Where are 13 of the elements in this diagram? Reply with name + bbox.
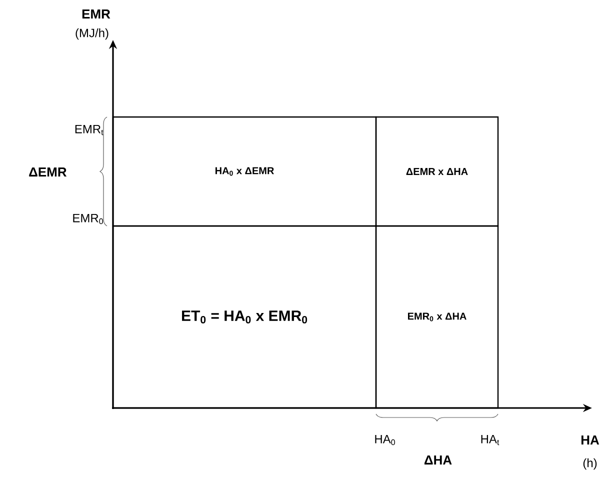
area-box: EMR$_{0}$ x ΔHA [375, 225, 499, 409]
axis-title: EMR [82, 10, 110, 18]
tick-label: EMR$_{0}$ [73, 214, 103, 224]
area-box: ET$_{0}$ = HA$_{0}$ x EMR$_{0}$ [112, 225, 377, 409]
area-box: HA$_{0}$ x ΔEMR [112, 116, 377, 227]
axis-title: HA [581, 436, 600, 444]
axis-unit: (MJ/h) [76, 28, 108, 40]
tick-label: HA$_{0}$ [375, 434, 395, 446]
brace-label: ΔEMR [29, 168, 67, 176]
axis-unit: (h) [583, 458, 597, 470]
brace-label: ΔHA [424, 456, 452, 464]
area-box: ΔEMR x ΔHA [375, 116, 499, 227]
tick-label: HA$_{t}$ [481, 434, 500, 446]
